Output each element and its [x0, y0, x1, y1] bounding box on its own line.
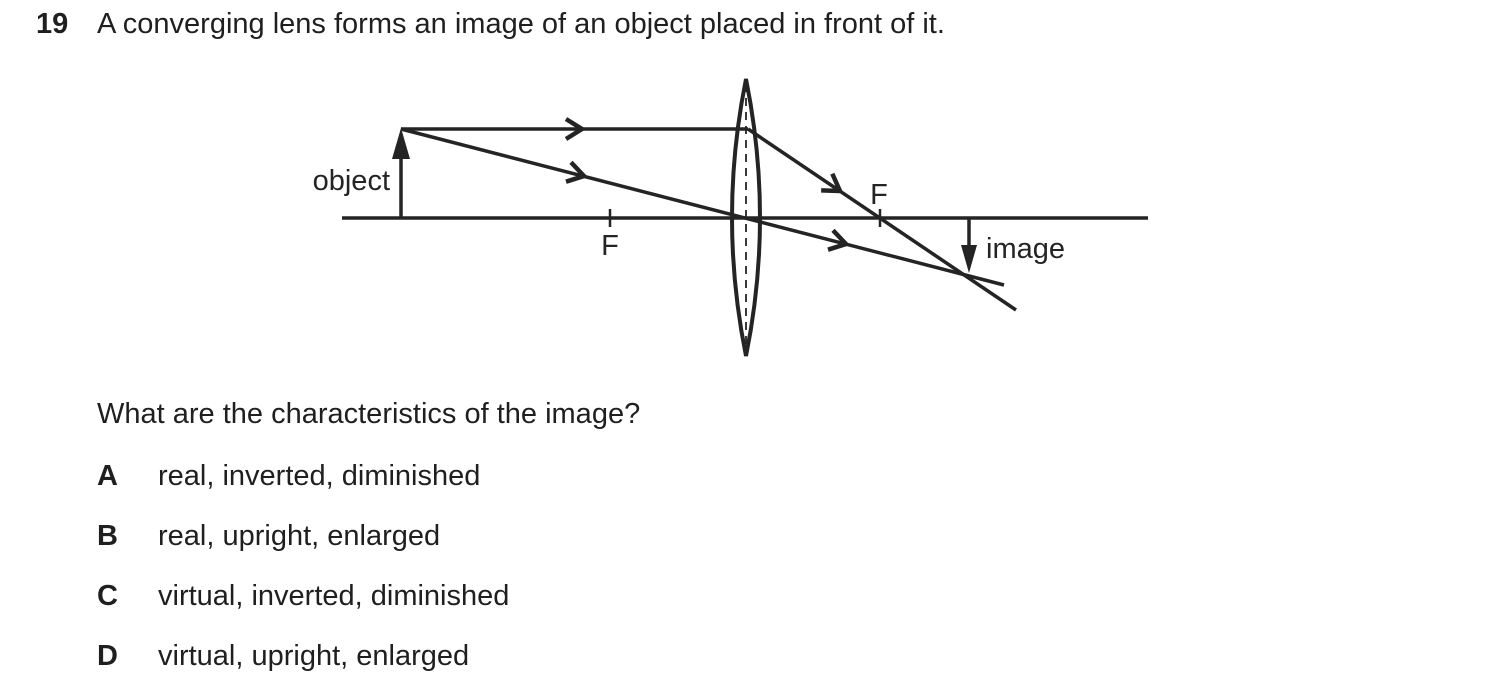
ray-arrowhead-icon	[827, 228, 851, 252]
image-arrowhead-icon	[961, 245, 977, 273]
option-text-a: real, inverted, diminished	[158, 460, 481, 492]
ray-parallel-refracted	[747, 127, 1017, 312]
question-number: 19	[36, 8, 69, 40]
option-text-d: virtual, upright, enlarged	[158, 640, 470, 672]
option-letter-d: D	[97, 640, 118, 672]
question-title-line: 19 A converging lens forms an image of an…	[36, 7, 945, 42]
converging-lens	[730, 78, 762, 357]
ray-central	[400, 127, 1005, 287]
option-text-c: virtual, inverted, diminished	[158, 580, 510, 612]
ray-direction-arrows	[564, 117, 851, 252]
focal-point-label-left: F	[601, 230, 619, 262]
object-label: object	[313, 165, 390, 197]
image-label: image	[986, 233, 1065, 265]
ray-arrowhead-icon	[564, 117, 587, 141]
option-letter-a: A	[97, 460, 118, 492]
question-stem: A converging lens forms an image of an o…	[97, 8, 945, 40]
ray-arrowhead-icon	[821, 172, 844, 194]
question-prompt: What are the characteristics of the imag…	[97, 398, 641, 430]
object-arrowhead-icon	[392, 128, 410, 159]
option-letter-b: B	[97, 520, 118, 552]
ray-arrowhead-icon	[565, 160, 589, 184]
option-text-b: real, upright, enlarged	[158, 520, 441, 552]
option-letter-c: C	[97, 580, 118, 612]
focal-point-label-right: F	[870, 179, 888, 211]
